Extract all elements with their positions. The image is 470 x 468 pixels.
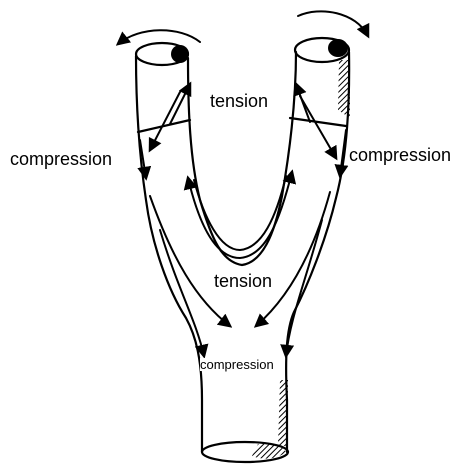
- compression-label-lower: compression: [200, 358, 274, 371]
- compression-label-left: compression: [8, 150, 114, 168]
- right-arm-hatch: [338, 60, 350, 118]
- tension-u-inner: [194, 176, 286, 250]
- left-cut-shade: [171, 45, 189, 63]
- right-lower-compression-b: [286, 220, 322, 356]
- tension-label-top: tension: [208, 92, 270, 110]
- force-lines: [118, 11, 368, 356]
- right-rotation-arrow: [298, 11, 368, 36]
- tension-label-middle: tension: [212, 272, 274, 290]
- crotch-edge: [188, 52, 296, 265]
- compression-label-right: compression: [347, 146, 453, 164]
- right-compression-upper: [300, 96, 336, 158]
- right-outer-edge: [286, 52, 349, 452]
- left-compression-upper: [150, 92, 180, 150]
- left-lower-compression-a: [150, 196, 230, 326]
- right-cross-line: [290, 118, 346, 126]
- right-cut-shade: [328, 39, 348, 57]
- shaft-hatch-right: [278, 380, 288, 446]
- right-lower-compression-a: [256, 192, 330, 326]
- left-rotation-arrow: [118, 30, 200, 44]
